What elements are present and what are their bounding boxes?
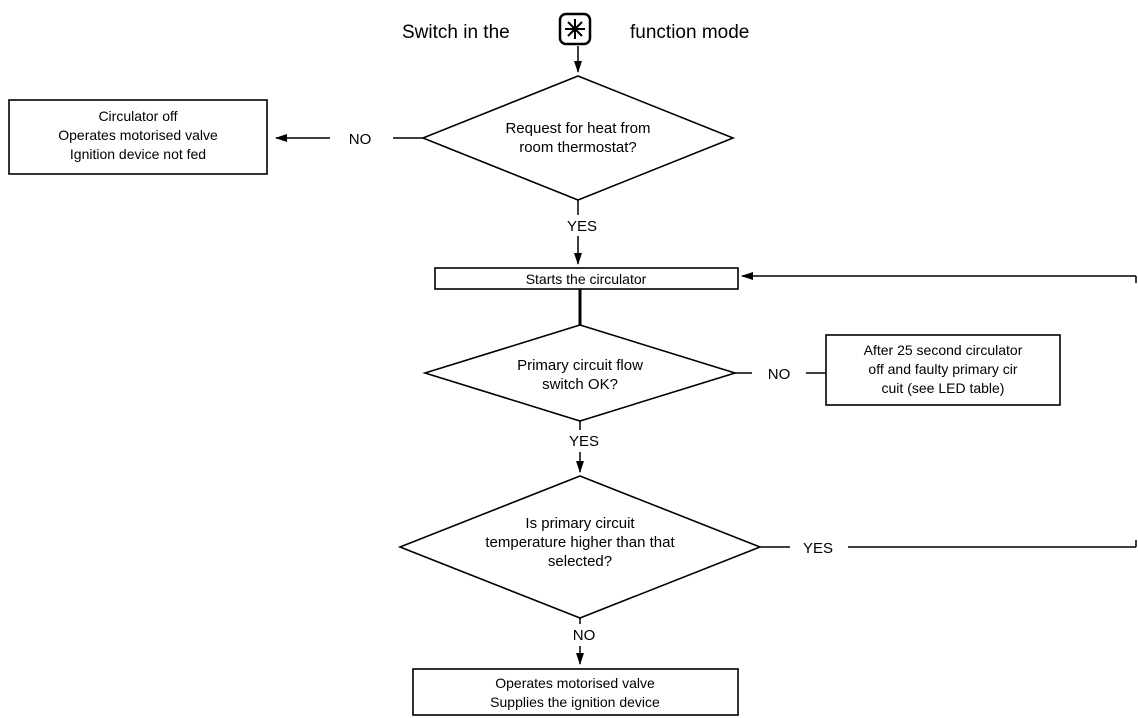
decision-heat-request (420, 75, 736, 201)
final-line1: Operates motorised valve (495, 675, 655, 691)
circulator-off-line1: Circulator off (98, 108, 177, 124)
decision-temperature-line2: temperature higher than that (485, 534, 675, 551)
header-prefix-text: Switch in the (402, 22, 510, 43)
box-starts-circulator (434, 267, 739, 290)
yes-label-1: YES (567, 218, 597, 235)
decision-temperature-line3: selected? (548, 553, 612, 570)
box-circulator-off (8, 99, 268, 175)
decision-heat-request-line1: Request for heat from (505, 120, 650, 137)
box-final (412, 668, 739, 716)
no-label-1: NO (349, 131, 372, 148)
decision-temperature-line1: Is primary circuit (525, 515, 635, 532)
no-label-3: NO (573, 627, 596, 644)
box-faulty-circuit (825, 334, 1061, 406)
faulty-circuit-line1: After 25 second circulator (864, 342, 1023, 358)
faulty-circuit-line2: off and faulty primary cir (868, 361, 1017, 377)
starts-circulator-label: Starts the circulator (526, 271, 647, 287)
final-line2: Supplies the ignition device (490, 694, 660, 710)
circulator-off-line3: Ignition device not fed (70, 146, 206, 162)
yes-label-2: YES (569, 433, 599, 450)
no-label-2: NO (768, 366, 791, 383)
decision-flow-switch-line1: Primary circuit flow (517, 357, 643, 374)
snowflake-icon (558, 12, 592, 46)
circulator-off-line2: Operates motorised valve (58, 127, 218, 143)
faulty-circuit-line3: cuit (see LED table) (882, 380, 1005, 396)
yes-label-3: YES (803, 540, 833, 557)
header-suffix-text: function mode (630, 22, 749, 43)
decision-flow-switch-line2: switch OK? (542, 376, 618, 393)
decision-heat-request-line2: room thermostat? (519, 139, 637, 156)
